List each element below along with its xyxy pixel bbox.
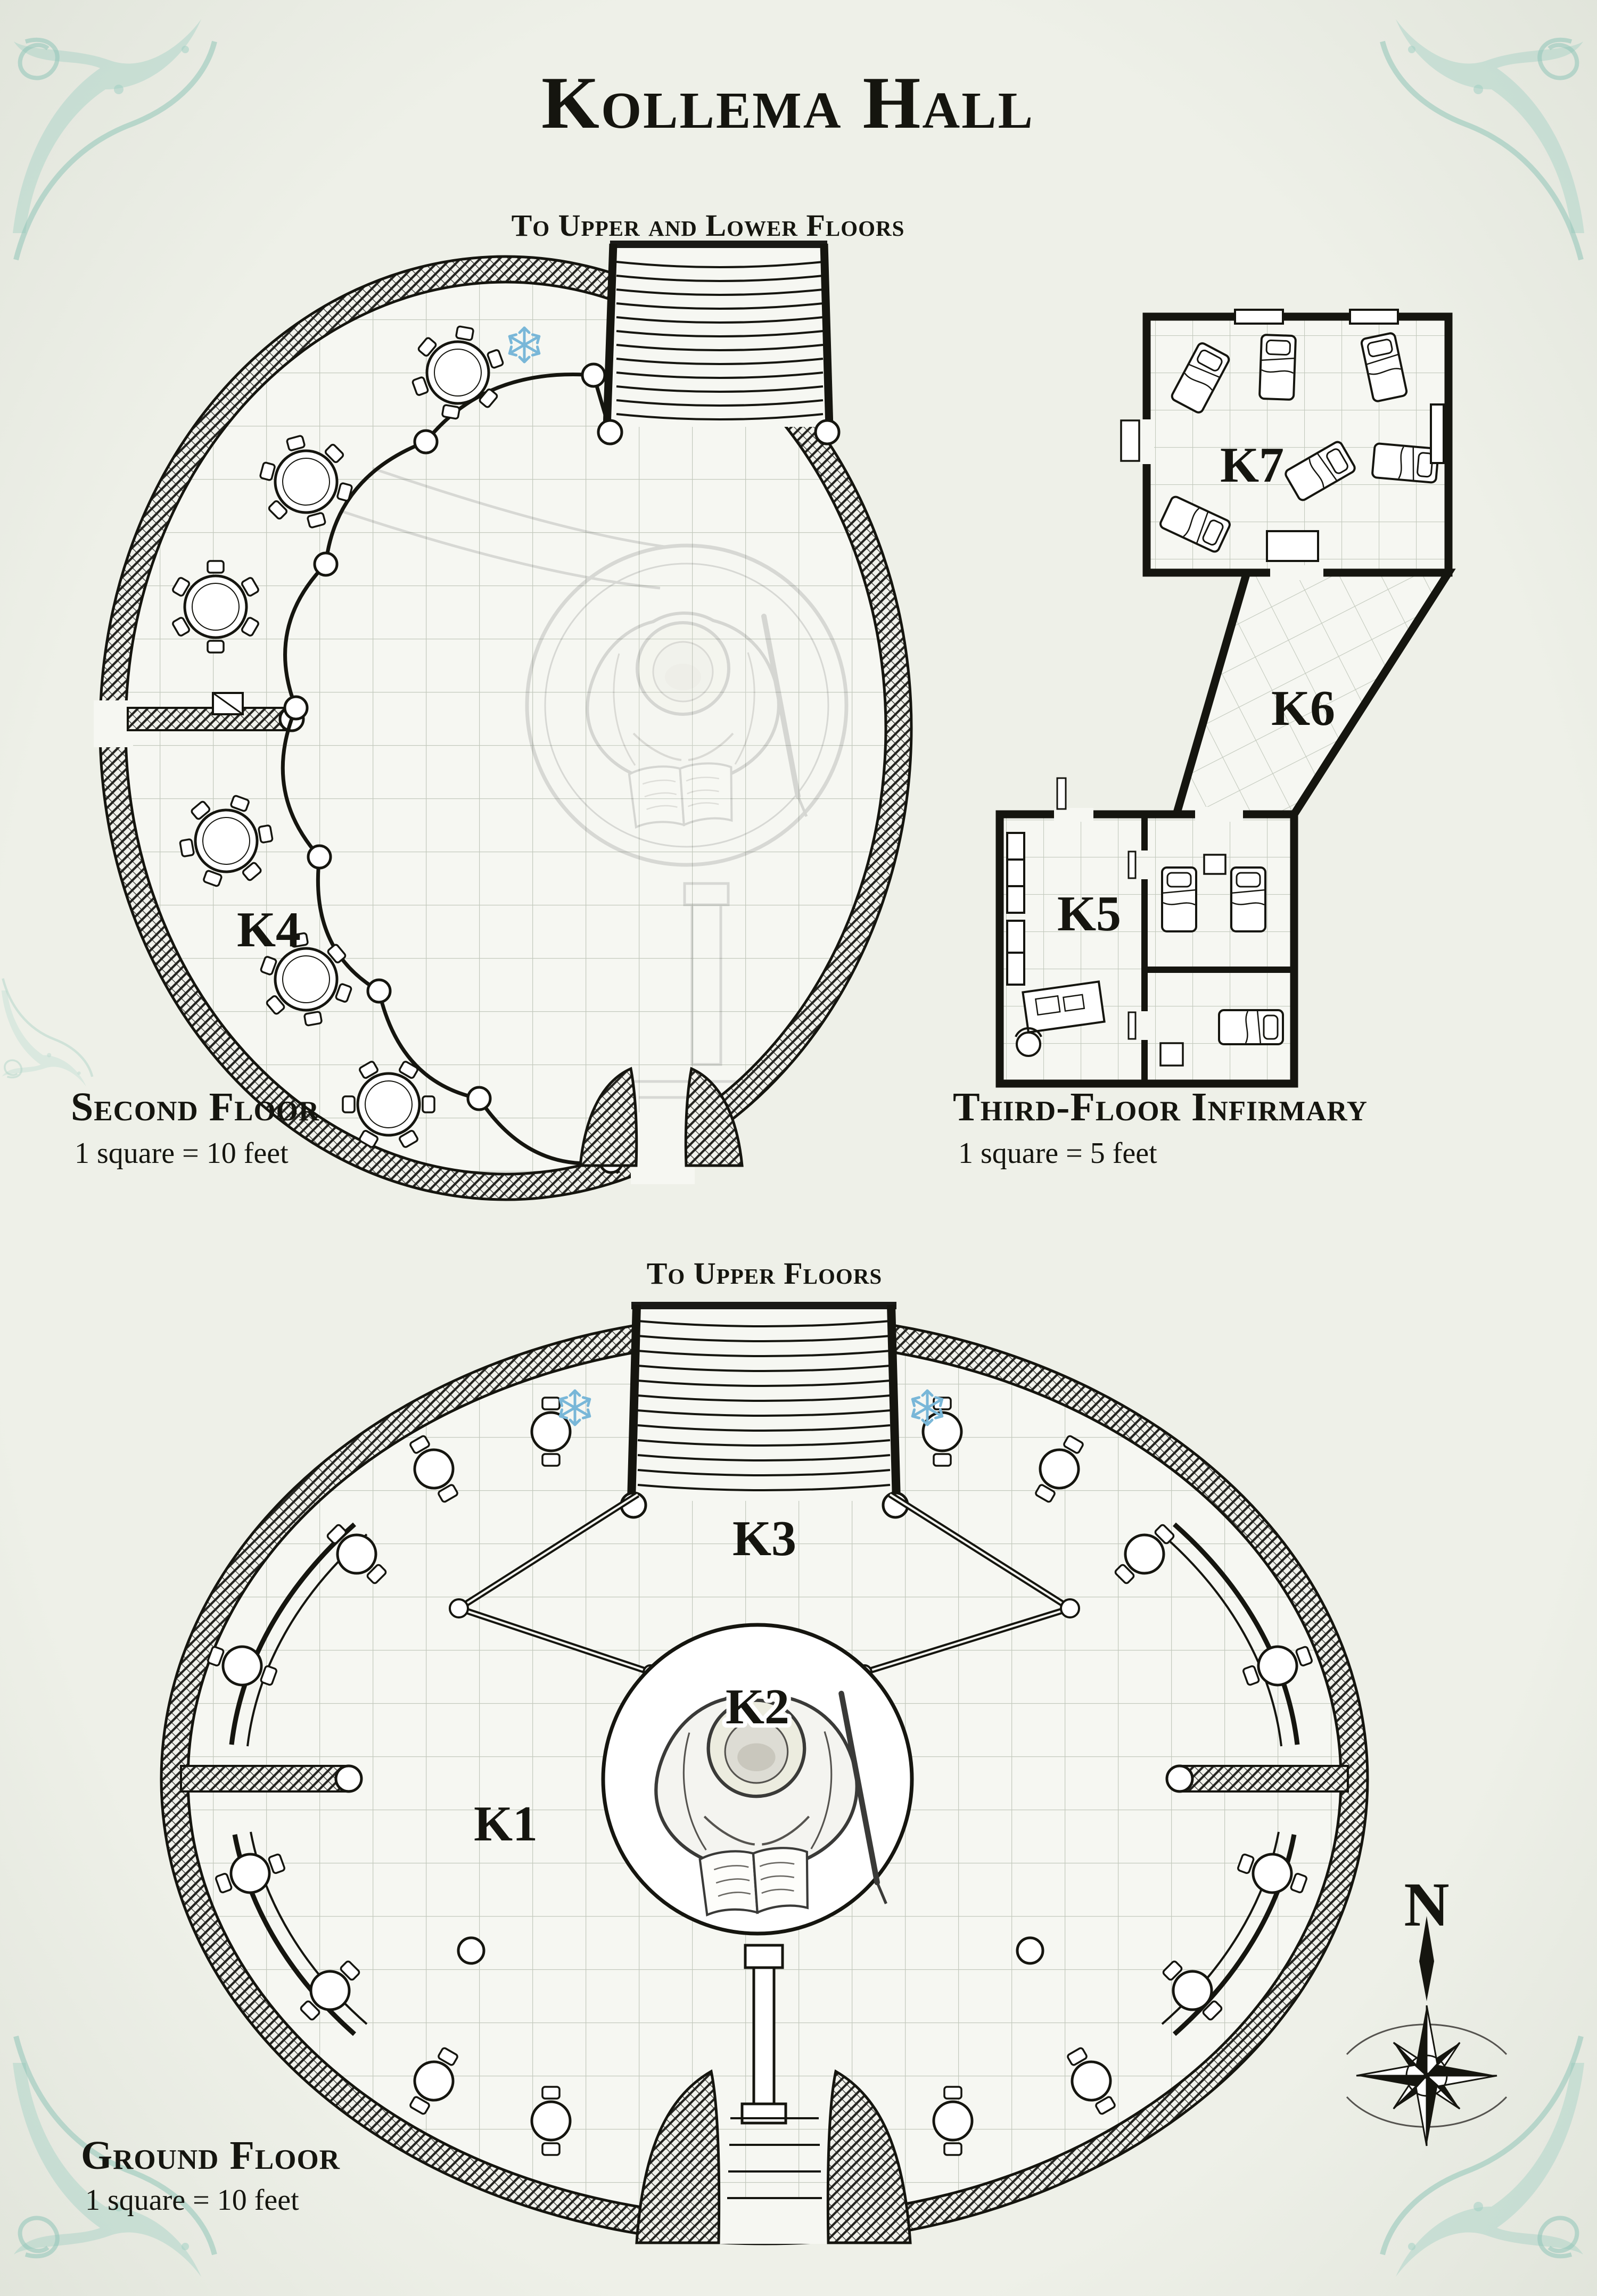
floor-pillar [1016,1936,1044,1965]
second-floor-wall-stub [127,707,289,731]
second-floor-bottom-entry [579,1067,744,1184]
second-floor-stairs-label: To Upper and Lower Floors [512,208,905,243]
east-wall-stub [1182,1765,1349,1793]
ground-floor-south-entrance [635,2069,912,2244]
k5-bookshelves [1006,832,1025,986]
perimeter-benches [229,1522,1300,2036]
room-label-k2: K2 [726,1679,789,1735]
wall-knob [1165,1764,1194,1793]
k7-k6-door-gap [1270,565,1323,580]
infirmary-scale-note: 1 square = 5 feet [958,1137,1157,1170]
stair-treads [637,1320,891,1491]
k5-interior-walls [1141,814,1294,1084]
second-floor-map: K4 Second Floor 1 square = 10 feet [71,241,913,1201]
infirmary-map: K7 K6 K5 Third-Floor Infirmary 1 square … [953,309,1456,1170]
k5-side-table [1159,1042,1184,1067]
k7-west-door-gap [1139,419,1154,464]
k5-chair [1016,1031,1041,1057]
room-label-k6: K6 [1271,681,1335,736]
compass-center [1423,2072,1430,2079]
k7-windows [1234,309,1399,325]
west-wall-stub [180,1765,347,1793]
second-floor-scale-note: 1 square = 10 feet [75,1137,289,1170]
k5-north-door [1056,777,1067,810]
ground-floor-scale-note: 1 square = 10 feet [85,2184,299,2217]
page-title: Kollema Hall [541,62,1034,144]
k7-table [1266,530,1319,562]
floor-pillar [457,1936,485,1965]
k5-desk [1015,980,1106,1057]
k5-north-door-gap [1054,808,1093,822]
compass-rose: N [1346,1870,1508,2147]
lectern-pedestal [740,1944,787,2125]
ground-floor-heading: Ground Floor [81,2133,340,2178]
room-label-k1: K1 [474,1796,538,1852]
compass-needle [1419,1916,1434,2001]
second-floor-staircase [597,241,841,445]
k2-statue-dais [601,1623,914,1936]
ground-floor-map: K3 K2 K1 Ground Floor 1 square = 10 feet [81,1302,1369,2245]
second-floor-wall [98,255,913,1201]
second-floor-heading: Second Floor [71,1085,319,1129]
entry-steps [727,2117,822,2199]
stair-treads [616,261,824,420]
room-label-k3: K3 [732,1511,796,1566]
k7-west-door [1120,419,1140,462]
k5-bedroom-door [1127,1011,1137,1040]
k5-nightstand [1203,854,1226,875]
wall-knob [334,1764,363,1793]
second-floor-west-door-gap [94,700,133,747]
k6-grid [1176,573,1448,814]
k7-shelf [1430,403,1445,464]
k6-k5-door-gap [1195,807,1243,822]
room-label-k5: K5 [1057,886,1121,941]
infirmary-heading: Third-Floor Infirmary [953,1085,1368,1129]
k5-bedroom-door [1127,850,1137,879]
second-floor-west-door [212,692,244,715]
room-label-k4: K4 [237,902,301,957]
ground-floor-staircase [620,1302,909,1519]
ground-floor-stairs-label: To Upper Floors [647,1256,882,1291]
compass-ring [1405,2054,1448,2097]
k3-railings [449,1491,1080,1680]
room-label-k7: K7 [1220,437,1284,493]
